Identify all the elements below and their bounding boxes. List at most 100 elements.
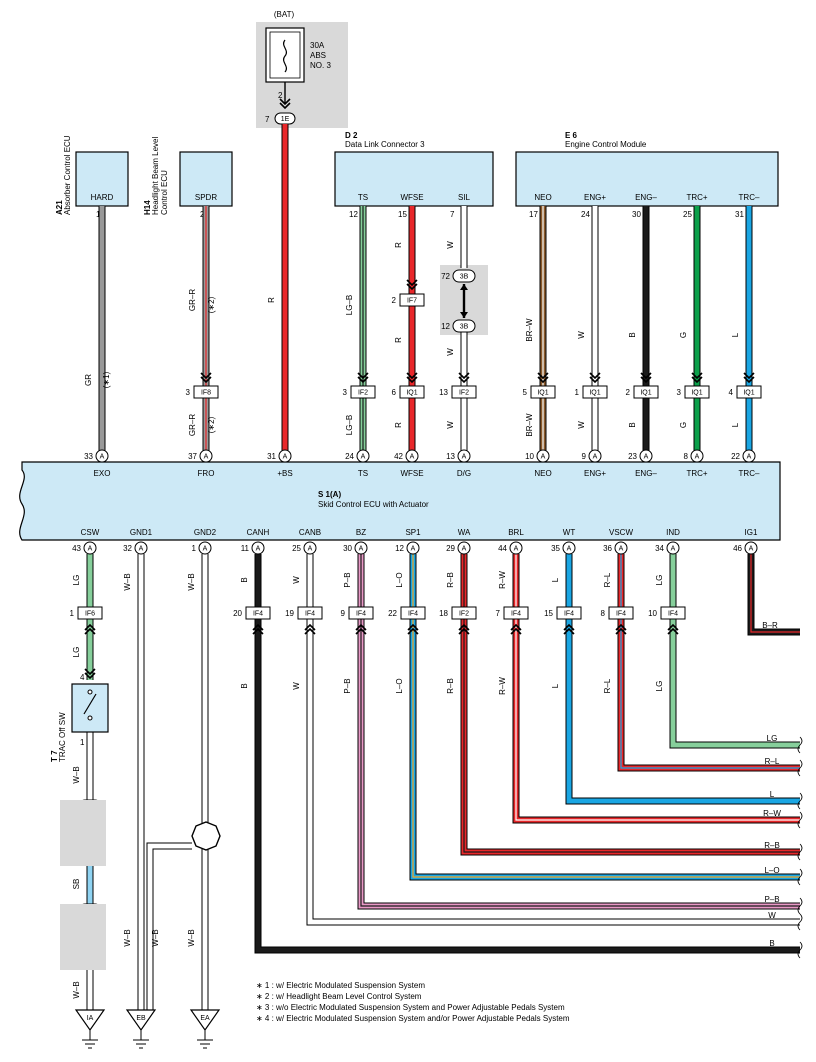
- ecu-pin-name: +BS: [277, 469, 292, 478]
- wire-color-label: W: [577, 331, 586, 339]
- e6-name: Engine Control Module: [565, 140, 647, 149]
- pin-a-marker: [95, 449, 109, 463]
- ecu-pin-name: IG1: [745, 528, 758, 537]
- pin-a-marker: [744, 541, 758, 555]
- connector-pin: 6: [392, 388, 397, 397]
- wire-brl: [512, 554, 800, 824]
- h14-box: [179, 151, 233, 207]
- connector-label: 3B: [460, 274, 469, 281]
- connector-pin: 1: [70, 609, 75, 618]
- t7-name: TRAC Off SW: [58, 712, 67, 762]
- pin-conn-label: A: [462, 546, 467, 553]
- wire-color-label: W: [577, 421, 586, 429]
- wire-color-label: SB: [72, 879, 81, 890]
- wire-break: [797, 843, 803, 861]
- ecu-pin-no: 30: [343, 544, 352, 553]
- pin-conn-label: A: [204, 454, 209, 461]
- ecu-pin-name: WT: [563, 528, 576, 537]
- pin-conn-label: A: [203, 546, 208, 553]
- wire-eb-splice: [146, 842, 192, 1010]
- e6-pin-no: 17: [529, 210, 538, 219]
- wire-bz: [357, 554, 800, 910]
- pin-a-marker: [509, 541, 523, 555]
- pin-a-marker: [83, 541, 97, 555]
- wire-color-label: LG: [72, 575, 81, 586]
- connector-box: [736, 385, 762, 399]
- wire-color-label: LG–B: [345, 415, 354, 435]
- connector-label: IQ1: [537, 390, 548, 397]
- d2-pin-no: 15: [398, 210, 407, 219]
- wire-color-label: R: [267, 297, 276, 303]
- ecu-pin-name: SP1: [405, 528, 421, 537]
- wire-wt: [565, 554, 800, 805]
- ig1-color: B–R: [762, 621, 778, 630]
- e6-pin: NEO: [534, 193, 551, 202]
- wire-color-label: R–L: [603, 678, 612, 693]
- connector-pin: 4: [729, 388, 734, 397]
- ecu-pin-no: 43: [72, 544, 81, 553]
- connector-box: [451, 606, 477, 620]
- ecu-pin-no: 35: [551, 544, 560, 553]
- wire-color-label: L: [731, 332, 740, 337]
- wire-break: [797, 759, 803, 777]
- connector-label: IF2: [459, 611, 469, 618]
- connector-label: IF4: [305, 611, 315, 618]
- pin-a-marker: [457, 541, 471, 555]
- conn-1e-pin: 7: [265, 115, 270, 124]
- ecu-pin-no: 25: [292, 544, 301, 553]
- ecu-pin-name: BRL: [508, 528, 524, 537]
- pin-conn-label: A: [359, 546, 364, 553]
- wire-end-label: W: [768, 911, 776, 920]
- connector-label: IF4: [616, 611, 626, 618]
- connector-pin: 1: [575, 388, 580, 397]
- wire-color-label: LG: [655, 575, 664, 586]
- pin-conn-label: A: [671, 546, 676, 553]
- wire-color-label: R–B: [446, 678, 455, 694]
- pin-conn-label: A: [88, 546, 93, 553]
- t7-id: T 7: [50, 750, 59, 762]
- wire-color-label: W–B: [123, 929, 132, 946]
- pin-a-marker: [614, 541, 628, 555]
- wire-ind: [669, 554, 800, 749]
- connector-label: IF4: [668, 611, 678, 618]
- ecu-pin-name: GND1: [130, 528, 153, 537]
- wire-color-label: L: [551, 577, 560, 582]
- connector-box: [608, 606, 634, 620]
- wire-color-label: G: [679, 332, 688, 338]
- wire-color-label: W: [446, 421, 455, 429]
- pin-conn-label: A: [567, 546, 572, 553]
- ecu-pin-name: BZ: [356, 528, 366, 537]
- svg-text:Headlight Beam Level: Headlight Beam Level: [151, 137, 160, 215]
- svg-text:Control ECU: Control ECU: [160, 170, 169, 215]
- connector-pin: 3: [343, 388, 348, 397]
- d2-pin: SIL: [458, 193, 471, 202]
- ecu-pin-no: 32: [123, 544, 132, 553]
- pin-a-marker: [639, 449, 653, 463]
- wire-color-label: L–O: [395, 678, 404, 693]
- wire-color-label: R–W: [498, 677, 507, 695]
- pin-conn-label: A: [410, 454, 415, 461]
- wire-color-label: (∗1): [102, 371, 111, 388]
- s1-name: Skid Control ECU with Actuator: [318, 500, 429, 509]
- wire-ig1: [747, 554, 800, 636]
- d2-pin-no: 7: [450, 210, 455, 219]
- connector-label: IQ1: [743, 390, 754, 397]
- fuse-pin: 2: [278, 91, 283, 100]
- pin-conn-label: A: [514, 546, 519, 553]
- wire-break: [797, 736, 803, 754]
- wire-color-label: G: [679, 422, 688, 428]
- connector-pin: 7: [496, 609, 501, 618]
- d2-pin-no: 12: [349, 210, 358, 219]
- pin-conn-label: A: [139, 546, 144, 553]
- wire-color-label: B: [628, 332, 637, 337]
- switch-icon: [83, 693, 97, 715]
- s1-box: [19, 461, 781, 541]
- pin-a-marker: [742, 449, 756, 463]
- ground-point: [189, 1009, 221, 1032]
- wire-canb: [306, 554, 800, 926]
- connector-pin: 10: [648, 609, 657, 618]
- connector-box: [530, 385, 556, 399]
- ecu-pin-no: 34: [655, 544, 664, 553]
- wire-color-label: B: [628, 422, 637, 427]
- connector-box: [660, 606, 686, 620]
